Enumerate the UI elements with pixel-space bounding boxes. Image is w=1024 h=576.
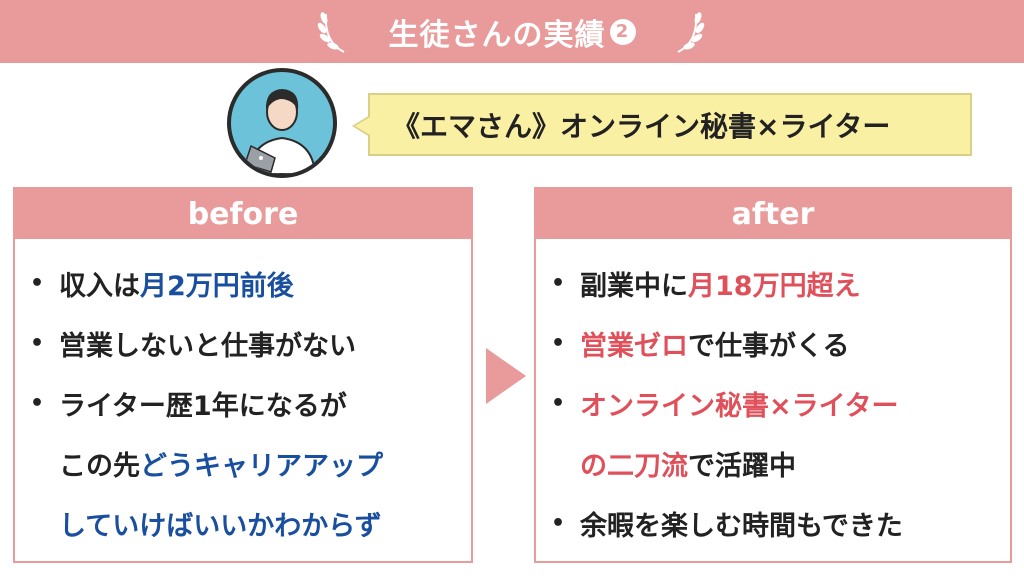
speech-bubble-tail-fill: [355, 117, 370, 135]
after-line4-highlight: の二刀流: [580, 450, 688, 482]
after-line2-highlight: 営業ゼロ: [580, 330, 688, 362]
list-item: • ライター歴1年になるが: [15, 373, 471, 433]
before-line1-highlight: 月2万円前後: [140, 270, 294, 302]
after-line2-text: で仕事がくる: [688, 330, 850, 362]
list-item: • 収入は 月2万円前後: [15, 253, 471, 313]
speech-bubble: 《エマさん》オンライン秘書×ライター: [368, 93, 972, 156]
before-line5-highlight: していけばいいかわからず: [59, 510, 382, 542]
after-list: • 副業中に 月18万円超え • 営業ゼロ で仕事がくる • オンライン秘書×ラ…: [536, 239, 1010, 553]
bullet-icon: •: [29, 270, 45, 296]
profile-title: 《エマさん》オンライン秘書×ライター: [392, 109, 891, 143]
header-banner: [0, 0, 1024, 63]
number-badge: 2: [609, 18, 636, 45]
list-item: • 営業しないと仕事がない: [15, 313, 471, 373]
bullet-icon: •: [550, 270, 566, 296]
before-line1-text: 収入は: [59, 270, 140, 302]
person-with-laptop-icon: [244, 89, 317, 174]
after-heading: after: [536, 189, 1010, 239]
page-title-text: 生徒さんの実績: [388, 17, 606, 53]
page-title: 生徒さんの実績 2: [0, 0, 1024, 63]
before-line4-highlight: どうキャリアアップ: [140, 450, 383, 482]
avatar: [227, 68, 337, 178]
right-arrow-icon: [486, 348, 526, 404]
before-heading: before: [15, 189, 471, 239]
list-item: • 副業中に 月18万円超え: [536, 253, 1010, 313]
list-item: • 営業ゼロ で仕事がくる: [536, 313, 1010, 373]
after-panel: after • 副業中に 月18万円超え • 営業ゼロ で仕事がくる • オンラ…: [534, 187, 1012, 563]
list-item: • 余暇を楽しむ時間もできた: [536, 493, 1010, 553]
after-line1-text: 副業中に: [580, 270, 688, 302]
before-list: • 収入は 月2万円前後 • 営業しないと仕事がない • ライター歴1年になるが…: [15, 239, 471, 553]
laurel-left-icon: [317, 12, 345, 53]
list-item-continuation: この先 どうキャリアアップ: [15, 433, 471, 493]
bullet-icon: •: [29, 330, 45, 356]
bullet-icon: •: [550, 390, 566, 416]
bullet-icon: •: [29, 390, 45, 416]
bullet-icon: •: [550, 510, 566, 536]
after-line1-highlight: 月18万円超え: [688, 270, 861, 302]
list-item: • オンライン秘書×ライター: [536, 373, 1010, 433]
after-line5-text: 余暇を楽しむ時間もできた: [580, 510, 903, 542]
after-line3-highlight: オンライン秘書×ライター: [580, 390, 899, 422]
before-line3-text: ライター歴1年になるが: [59, 390, 347, 422]
list-item-continuation: の二刀流 で活躍中: [536, 433, 1010, 493]
bullet-icon: •: [550, 330, 566, 356]
list-item-continuation: していけばいいかわからず: [15, 493, 471, 553]
before-line2-text: 営業しないと仕事がない: [59, 330, 356, 362]
before-panel: before • 収入は 月2万円前後 • 営業しないと仕事がない • ライター…: [13, 187, 473, 563]
after-line4-text: で活躍中: [688, 450, 796, 482]
laurel-right-icon: [677, 12, 705, 53]
before-line4-text: この先: [59, 450, 140, 482]
